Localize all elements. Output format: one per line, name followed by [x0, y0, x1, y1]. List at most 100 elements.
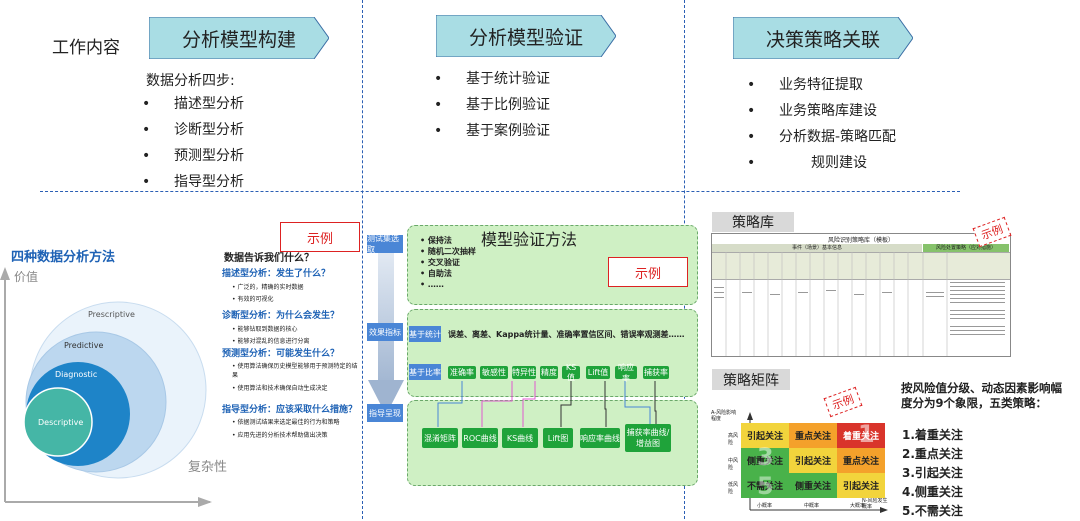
list-item: 1.着重关注 [902, 428, 963, 442]
policy-table-title: 风险识别策略库（模板） [827, 237, 894, 244]
list-item: 诊断型分析 [142, 117, 244, 143]
list-item: 业务特征提取 [747, 72, 896, 98]
connector-lines [437, 381, 657, 427]
chart-item: Lift图 [543, 428, 573, 448]
list-item: 基于统计验证 [434, 66, 550, 92]
work-label: 工作内容 [52, 38, 120, 58]
policy-group-1: 事件（场景）基本信息 [712, 244, 922, 252]
header-verify-label: 分析模型验证 [468, 26, 583, 49]
list-item: • 保持法 [420, 236, 452, 245]
divider-left [362, 0, 363, 519]
matrix-number: 5 [757, 472, 774, 500]
tellme-line: • 广泛的，精确的实时数据 [232, 284, 304, 291]
matrix-y-tick: 中风险 [728, 458, 739, 471]
policy-group-2: 风险处置策略（应对措施） [923, 244, 1009, 252]
circles-title: 四种数据分析方法 [11, 250, 116, 265]
matrix-y-tick: 低风险 [728, 482, 739, 495]
list-item: • 自助法 [420, 269, 452, 278]
step-test-set: 测试集选取 [367, 234, 403, 254]
matrix-title: 策略矩阵 [712, 369, 790, 390]
matrix-x-tick: 中概率 [804, 503, 820, 509]
matrix-cell: 着重关注 [837, 423, 885, 448]
flow-arrow [368, 240, 404, 415]
ratio-item: 捕获率 [643, 366, 669, 379]
tellme-line: • 依据测试结果来选定最佳的行为和策略 [232, 419, 340, 426]
matrix-x-tick: 大概率 [850, 503, 866, 509]
policy-header-row [712, 252, 1010, 280]
list-item: 基于比例验证 [434, 92, 550, 118]
matrix-cell: 侧重关注 [741, 448, 789, 473]
method-title: 模型验证方法 [481, 230, 578, 249]
list-item: 指导型分析 [142, 169, 244, 195]
decision-list: 业务特征提取 业务策略库建设 分析数据-策略匹配 规则建设 [747, 72, 896, 176]
complexity-axis-label: 复杂性 [188, 460, 228, 475]
list-item: 业务策略库建设 [747, 98, 896, 124]
list-item: 3.引起关注 [902, 466, 963, 480]
strategy-desc: 按风险值分级、动态因素影响幅度分为9个象限，五类策略： [901, 381, 1062, 410]
arrow-shape-icon [149, 17, 329, 59]
matrix-cell: 引起关注 [741, 423, 789, 448]
chart-item: KS曲线 [502, 428, 538, 448]
list-item: • 随机二次抽样 [420, 247, 476, 256]
matrix-y-tick: 高风险 [728, 433, 739, 446]
list-item: 4.侧重关注 [902, 485, 963, 499]
build-list: 描述型分析 诊断型分析 预测型分析 指导型分析 [142, 91, 244, 195]
divider-horizontal [40, 191, 960, 192]
split-list: • 保持法 • 随机二次抽样 • 交叉验证 • 自助法 • …… [420, 235, 476, 290]
example-badge: 示例 [280, 222, 360, 252]
arrow-shape-icon [733, 17, 913, 59]
matrix-y-label: A-风险影响程度 [711, 410, 737, 422]
build-intro: 数据分析四步: [146, 73, 235, 89]
ratio-item: 精度 [540, 366, 558, 379]
list-item: • 交叉验证 [420, 258, 460, 267]
tellme-head: 诊断型分析：为什么会发生？ [222, 311, 340, 321]
chart-item: ROC曲线 [462, 428, 498, 448]
verify-list: 基于统计验证 基于比例验证 基于案例验证 [434, 66, 550, 144]
matrix-number: 1 [858, 420, 875, 448]
matrix-cell: 不需关注 [741, 473, 789, 498]
ratio-item: KS值 [562, 363, 580, 382]
stat-text: 误差、离差、Kappa统计量、准确率置信区间、错误率观测差…… [448, 330, 685, 339]
list-item: • …… [420, 280, 444, 289]
header-build: 分析模型构建 [149, 17, 329, 59]
example-badge: 示例 [608, 257, 688, 287]
matrix-cell: 侧重关注 [789, 473, 837, 498]
matrix-x-tick: 小概率 [757, 503, 773, 509]
matrix-cell: 引起关注 [837, 473, 885, 498]
matrix-x-label: N-风险发生概率 [862, 498, 888, 510]
tellme-line: • 能够钻取到数据的核心 [232, 326, 298, 333]
tellme-line: • 使用算法和技术确保自动生成决定 [232, 385, 328, 392]
tellme-head: 指导型分析：应该采取什么措施？ [222, 405, 358, 415]
list-item-continuation: 规则建设 [747, 150, 896, 176]
ring-label-prescriptive: Prescriptive [88, 310, 135, 319]
ratio-item: 特异性 [512, 366, 536, 379]
ratio-label: 基于比率 [409, 364, 441, 380]
policy-lib-title: 策略库 [712, 212, 794, 232]
ratio-item: 敏感性 [480, 366, 508, 379]
ratio-item: Lift值 [586, 366, 610, 379]
ring-label-predictive: Predictive [64, 341, 104, 350]
metrics-panel [407, 309, 698, 397]
header-decision: 决策策略关联 [733, 17, 913, 59]
step-present: 指导呈现 [367, 404, 403, 422]
policy-grid [714, 252, 1005, 356]
stat-label: 基于统计 [409, 326, 441, 342]
header-verify: 分析模型验证 [436, 15, 616, 57]
chart-item: 捕获率曲线/增益图 [625, 424, 671, 452]
tellme-head: 描述型分析：发生了什么？ [222, 269, 331, 279]
tellme-line: • 能够对混乱的信息进行分离 [232, 338, 310, 345]
list-item: 基于案例验证 [434, 118, 550, 144]
matrix-cell: 重点关注 [789, 423, 837, 448]
list-item: 描述型分析 [142, 91, 244, 117]
list-item: 2.重点关注 [902, 447, 963, 461]
step-metrics: 效果指标 [367, 323, 403, 341]
header-decision-label: 决策策略关联 [765, 28, 880, 51]
tellme-line: • 使用算法确保历史模型能够用于预测特定的结果 [232, 363, 358, 379]
list-item: 5.不需关注 [902, 504, 963, 518]
chart-item: 响应率曲线 [580, 428, 620, 448]
tellme-section: 指导型分析：应该采取什么措施？ • 依据测试结果来选定最佳的行为和策略 • 应用… [222, 402, 362, 439]
policy-table: 风险识别策略库（模板） 事件（场景）基本信息 风险处置策略（应对措施） [711, 233, 1011, 357]
arrow-shape-icon [436, 15, 616, 57]
tellme-section: 描述型分析：发生了什么？ • 广泛的，精确的实时数据 • 有效的可视化 [222, 266, 362, 303]
ratio-item: 准确率 [448, 366, 476, 379]
